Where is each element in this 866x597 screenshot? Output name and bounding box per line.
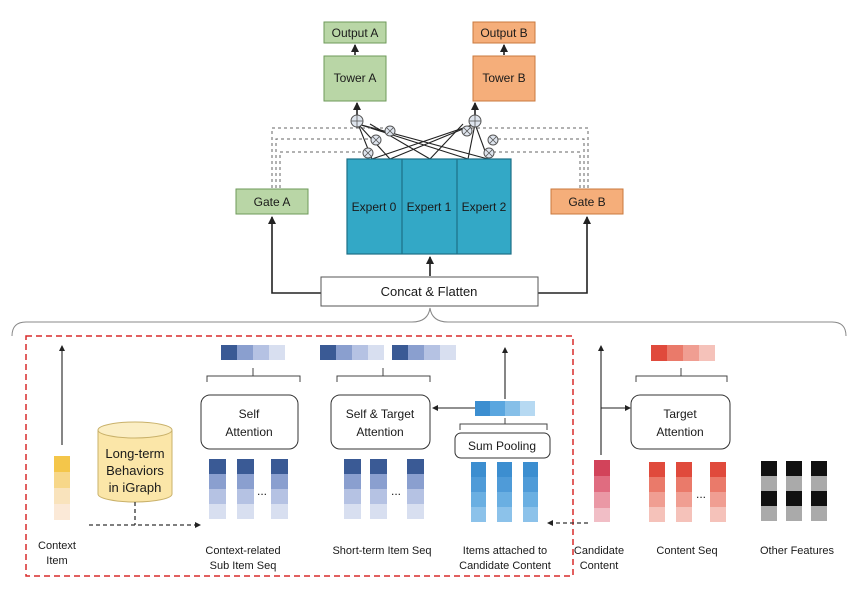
target-attention-label-1: Target — [663, 407, 697, 421]
long-term-label-3: in iGraph — [109, 480, 162, 495]
gate-a-box: Gate A — [235, 188, 309, 215]
gate-b-dashed-lines — [468, 127, 589, 188]
target-attention-brace — [635, 368, 728, 382]
concat-flatten-label: Concat & Flatten — [381, 284, 478, 299]
self-attention-label-2: Attention — [225, 425, 272, 439]
long-term-label-1: Long-term — [105, 446, 164, 461]
content-seq-output-vector — [651, 345, 715, 361]
self-target-attention-box: Self & Target Attention — [330, 394, 431, 450]
expert-1-label: Expert 1 — [407, 200, 452, 214]
candidate-label-2: Content — [580, 560, 619, 572]
self-target-label-2: Attention — [356, 425, 403, 439]
sum-node-a — [350, 114, 364, 128]
mixing-connections — [357, 123, 489, 160]
sum-node-b — [468, 114, 482, 128]
short-term-ellipsis: ... — [391, 484, 401, 498]
short-term-output-vector-1 — [320, 345, 384, 360]
self-target-label-1: Self & Target — [346, 407, 415, 421]
expert-0-label: Expert 0 — [352, 200, 397, 214]
self-attention-brace — [206, 368, 301, 382]
context-item-label-1: Context — [38, 540, 76, 552]
candidate-label-1: Candidate — [574, 545, 624, 557]
sum-pooling-label: Sum Pooling — [468, 439, 536, 453]
output-b-box: Output B — [472, 21, 536, 44]
attached-items-columns — [471, 462, 538, 522]
tower-a-box: Tower A — [323, 55, 387, 102]
self-attention-box: Self Attention — [200, 394, 299, 450]
target-attention-label-2: Attention — [656, 425, 703, 439]
concat-to-gate-b-arrow — [538, 216, 591, 294]
gate-a-dashed-lines — [271, 127, 390, 188]
other-features-label: Other Features — [760, 545, 834, 557]
content-seq-label: Content Seq — [656, 545, 717, 557]
input-brace — [11, 307, 847, 337]
sum-pooling-box: Sum Pooling — [454, 432, 551, 459]
tower-b-label: Tower B — [482, 71, 525, 85]
output-b-label: Output B — [480, 26, 527, 40]
long-term-label-2: Behaviors — [106, 463, 164, 478]
tower-b-box: Tower B — [472, 55, 536, 102]
attached-items-label-2: Candidate Content — [459, 560, 551, 572]
long-term-database: Long-term Behaviors in iGraph — [97, 421, 173, 503]
short-term-label: Short-term Item Seq — [332, 545, 431, 557]
context-seq-output-vector — [221, 345, 285, 360]
experts-block: Expert 0 Expert 1 Expert 2 — [346, 158, 512, 255]
self-target-brace — [336, 368, 431, 382]
multiply-nodes — [362, 125, 499, 159]
context-item-vector — [54, 456, 70, 520]
output-a-label: Output A — [332, 26, 379, 40]
pooled-vector — [475, 401, 535, 416]
gate-b-box: Gate B — [550, 188, 624, 215]
attached-items-label-1: Items attached to — [463, 545, 547, 557]
context-seq-ellipsis: ... — [257, 484, 267, 498]
expert-2-label: Expert 2 — [462, 200, 507, 214]
short-term-columns — [344, 459, 424, 519]
candidate-vector — [594, 460, 610, 522]
sum-pooling-brace — [459, 418, 548, 430]
context-seq-label-2: Sub Item Seq — [210, 560, 277, 572]
concat-to-gate-a-arrow — [268, 216, 321, 294]
context-seq-columns — [209, 459, 288, 519]
gate-b-label: Gate B — [568, 195, 605, 209]
content-seq-columns — [649, 462, 726, 522]
context-seq-label-1: Context-related — [205, 545, 280, 557]
gate-a-label: Gate A — [254, 195, 291, 209]
target-attention-box: Target Attention — [630, 394, 731, 450]
self-attention-label-1: Self — [239, 407, 260, 421]
short-term-output-vector-2 — [392, 345, 456, 360]
content-seq-ellipsis: ... — [696, 487, 706, 501]
output-a-box: Output A — [323, 21, 387, 44]
tower-a-label: Tower A — [334, 71, 377, 85]
context-item-label-2: Item — [46, 555, 67, 567]
other-features-grid — [761, 461, 827, 521]
highlight-region — [25, 335, 574, 577]
concat-flatten-box: Concat & Flatten — [320, 276, 539, 307]
